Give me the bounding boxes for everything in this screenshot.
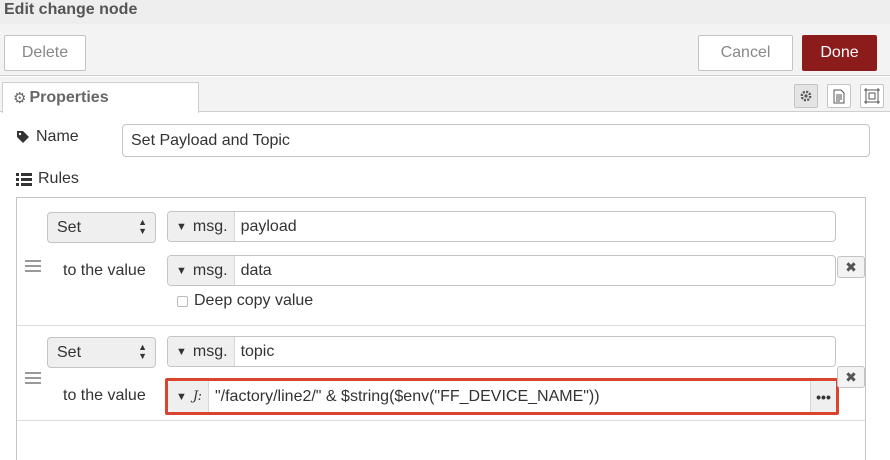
caret-down-icon: ▼ (176, 390, 187, 403)
name-label: Name (16, 128, 79, 146)
rule-action-value: Set (57, 218, 82, 236)
caret-down-icon: ▼ (176, 345, 187, 358)
delete-button[interactable]: Delete (4, 35, 86, 71)
done-button[interactable]: Done (802, 35, 877, 71)
target-value: topic (240, 342, 275, 360)
target-type-selector[interactable]: ▼ msg. (168, 337, 235, 366)
appearance-icon (864, 88, 880, 104)
select-arrows-icon: ▲▼ (138, 342, 147, 361)
rule-action-select[interactable]: Set ▲▼ (47, 337, 156, 368)
rule-action-value: Set (57, 343, 82, 361)
jsonata-expression: "/factory/line2/" & $string($env("FF_DEV… (214, 387, 600, 405)
value-text: data (240, 261, 272, 279)
jsonata-expression-input[interactable]: ▼ J: "/factory/line2/" & $string($env("F… (165, 378, 839, 415)
description-icon (833, 89, 845, 103)
close-icon: ✖ (845, 258, 857, 275)
target-value: payload (240, 217, 297, 235)
gear-icon: ⚙ (13, 90, 27, 107)
rule-value-input[interactable]: ▼ msg. data (167, 255, 836, 286)
value-type-selector[interactable]: ▼ msg. (168, 256, 235, 285)
to-the-value-label: to the value (63, 387, 146, 404)
remove-rule-button[interactable]: ✖ (837, 256, 865, 278)
target-type-selector[interactable]: ▼ msg. (168, 212, 235, 241)
tab-properties[interactable]: ⚙ Properties (2, 82, 199, 113)
caret-down-icon: ▼ (176, 220, 187, 233)
rule-action-select[interactable]: Set ▲▼ (47, 212, 156, 243)
value-type-label: msg. (192, 261, 228, 279)
dialog-title: Edit change node (4, 1, 138, 18)
settings-tab-button[interactable] (794, 84, 818, 108)
name-label-text: Name (36, 128, 79, 145)
list-icon (16, 172, 32, 186)
dialog-titlebar: Edit change node (0, 0, 890, 24)
rule-item: Set ▲▼ ▼ msg. payload to the value ▼ msg… (17, 198, 865, 326)
appearance-tab-button[interactable] (860, 84, 884, 108)
deep-copy-checkbox[interactable] (177, 295, 188, 307)
drag-handle-icon[interactable] (25, 372, 41, 384)
dialog-button-bar: Delete Cancel Done (0, 24, 890, 76)
target-type-label: msg. (192, 217, 228, 235)
rule-item: Set ▲▼ ▼ msg. topic to the value ▼ J: "/… (17, 326, 865, 421)
to-the-value-label: to the value (63, 262, 146, 279)
close-icon: ✖ (845, 368, 857, 385)
drag-handle-icon[interactable] (25, 260, 41, 272)
deep-copy-option[interactable]: Deep copy value (177, 292, 313, 310)
jsonata-icon: J: (192, 389, 202, 404)
description-tab-button[interactable] (827, 84, 851, 108)
name-input[interactable]: Set Payload and Topic (122, 124, 870, 157)
rules-list: Set ▲▼ ▼ msg. payload to the value ▼ msg… (16, 197, 866, 460)
expression-editor-button[interactable]: ••• (810, 381, 836, 412)
tag-icon (17, 131, 29, 143)
value-type-selector[interactable]: ▼ J: (168, 381, 209, 412)
tab-bar: ⚙ Properties (0, 77, 890, 113)
select-arrows-icon: ▲▼ (138, 217, 147, 236)
rules-label: Rules (16, 170, 79, 188)
remove-rule-button[interactable]: ✖ (837, 366, 865, 388)
target-type-label: msg. (192, 342, 228, 360)
rule-target-input[interactable]: ▼ msg. payload (167, 211, 836, 242)
rules-label-text: Rules (38, 170, 79, 187)
caret-down-icon: ▼ (176, 264, 187, 277)
cancel-button[interactable]: Cancel (698, 35, 793, 71)
gear-icon (800, 90, 812, 102)
rule-target-input[interactable]: ▼ msg. topic (167, 336, 836, 367)
tab-properties-label: Properties (29, 89, 109, 106)
deep-copy-label: Deep copy value (194, 292, 314, 309)
